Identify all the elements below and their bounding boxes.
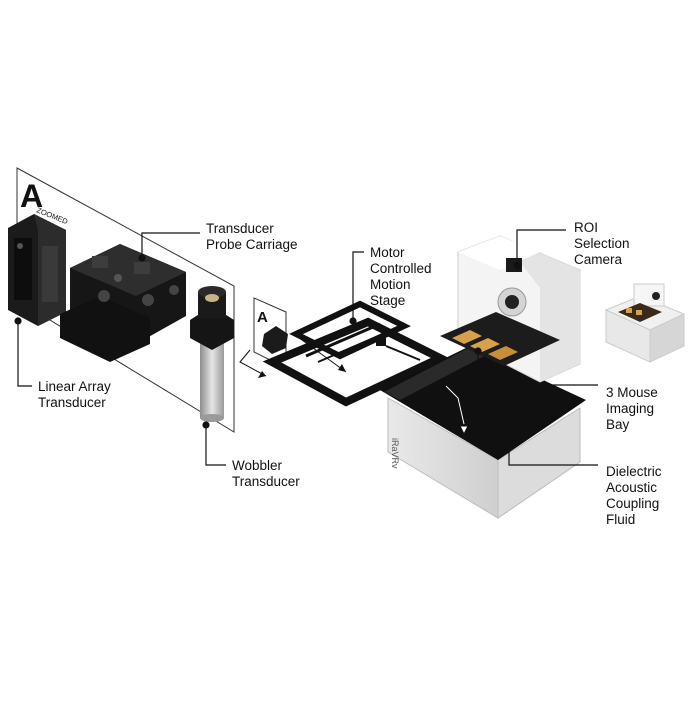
zoom-letter: A xyxy=(20,178,43,214)
leader-lines xyxy=(14,229,598,466)
linear-array-transducer-model xyxy=(8,214,66,326)
imaging-system-device: iRaVRv xyxy=(380,235,586,519)
inset-device xyxy=(604,283,686,363)
small-marker-letter: A xyxy=(257,309,268,326)
wobbler-transducer-model xyxy=(190,286,234,422)
probe-carriage-model xyxy=(60,244,186,362)
device-brand: iRaVRv xyxy=(390,438,400,469)
motion-stage-model xyxy=(262,300,450,407)
